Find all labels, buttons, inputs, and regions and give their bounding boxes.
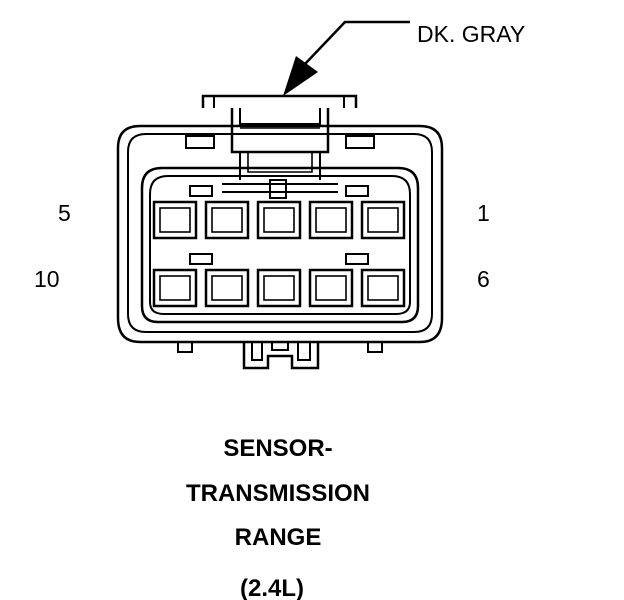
leader-arrowhead — [283, 56, 318, 96]
pin-label-top-left: 5 — [58, 200, 71, 226]
title-line-4: (2.4L) — [240, 575, 304, 600]
terminal-cavity — [152, 200, 198, 240]
terminal-cavity — [204, 268, 250, 308]
wire-color-leader — [283, 20, 410, 96]
wire-color-label: DK. GRAY — [417, 21, 525, 47]
title-line-1: SENSOR- — [223, 435, 332, 462]
terminal-cavity — [256, 268, 302, 308]
connector-title: SENSOR- TRANSMISSION RANGE (2.4L) — [186, 435, 370, 600]
connector-bottom-key — [177, 341, 383, 370]
terminal-row-bottom — [152, 268, 406, 308]
terminal-cavity — [360, 200, 406, 240]
connector-body — [116, 94, 444, 344]
pin-label-bottom-right: 6 — [477, 266, 490, 292]
title-line-3: RANGE — [235, 524, 322, 551]
pin-label-top-right: 1 — [477, 200, 490, 226]
title-line-2: TRANSMISSION — [186, 480, 370, 507]
terminal-cavity — [204, 200, 250, 240]
pin-label-bottom-left: 10 — [34, 266, 60, 292]
terminal-cavity — [308, 200, 354, 240]
terminal-cavity — [256, 200, 302, 240]
terminal-cavity — [308, 268, 354, 308]
terminal-cavity — [360, 268, 406, 308]
terminal-row-top — [152, 200, 406, 240]
terminal-cavity — [152, 268, 198, 308]
